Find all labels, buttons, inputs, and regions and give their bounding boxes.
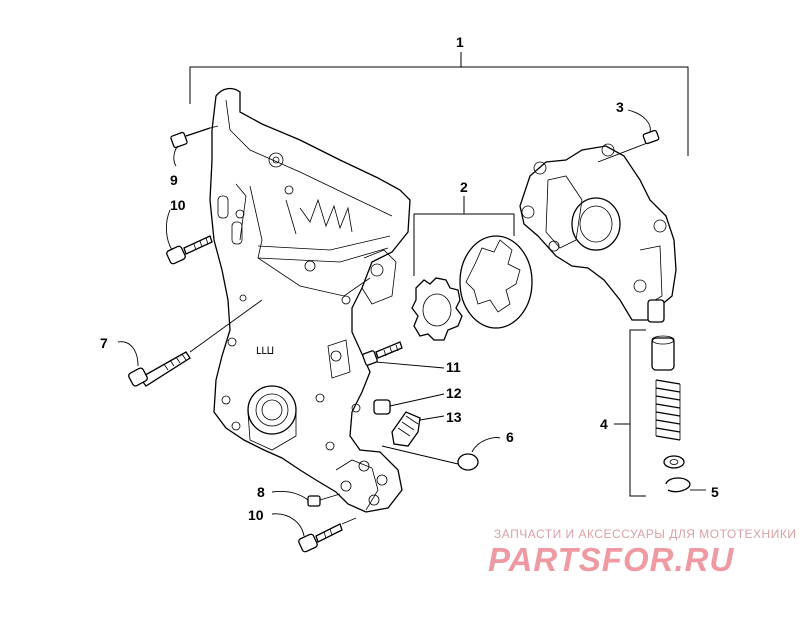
relief-valve-spring	[655, 379, 681, 441]
callout-10-lower: 10	[248, 507, 264, 523]
callout-6: 6	[506, 429, 514, 445]
callout-4: 4	[600, 416, 608, 432]
callout-3: 3	[616, 99, 624, 115]
bolt-7	[117, 299, 263, 387]
callout-7: 7	[100, 335, 108, 351]
callout-10-upper: 10	[170, 197, 186, 213]
snap-ring-5	[665, 477, 706, 493]
bracket-item-1	[189, 52, 689, 156]
bolt-11	[362, 341, 445, 369]
callout-labels: 1 2 3 4 5 6 7 8 9 10 10 11 12 13	[100, 34, 719, 523]
callout-1: 1	[456, 34, 464, 50]
relief-valve-bracket	[614, 329, 646, 497]
callout-2: 2	[460, 179, 468, 195]
bolt-9	[170, 125, 219, 167]
relief-valve-plunger	[651, 335, 675, 371]
callout-8: 8	[257, 484, 265, 500]
oil-pump-inner-rotor	[411, 277, 463, 341]
callout-13: 13	[446, 409, 462, 425]
dowel-12	[373, 393, 445, 415]
bolt-10-lower	[271, 513, 357, 553]
watermark-logo: PARTSFOR.RU	[488, 541, 735, 578]
oil-pump-outer-rotor	[459, 235, 533, 329]
watermark-tagline: ЗАПЧАСТИ И АКСЕССУАРЫ ДЛЯ МОТОТЕХНИКИ	[494, 527, 797, 541]
timing-cover: ԼԼⵡ	[209, 87, 411, 513]
cover-embossed-marks: ԼԼⵡ	[256, 346, 274, 357]
callout-5: 5	[711, 484, 719, 500]
callout-11: 11	[446, 359, 461, 375]
bracket-item-2	[413, 196, 515, 276]
bolt-3	[597, 109, 660, 163]
callout-9: 9	[170, 172, 178, 188]
plug-6	[381, 437, 501, 471]
sensor-13	[391, 411, 445, 447]
bolt-8	[271, 491, 341, 507]
callout-12: 12	[446, 385, 462, 401]
oil-pump-housing	[519, 143, 677, 323]
relief-valve-washer	[663, 455, 685, 469]
bolt-10-upper	[165, 209, 213, 265]
